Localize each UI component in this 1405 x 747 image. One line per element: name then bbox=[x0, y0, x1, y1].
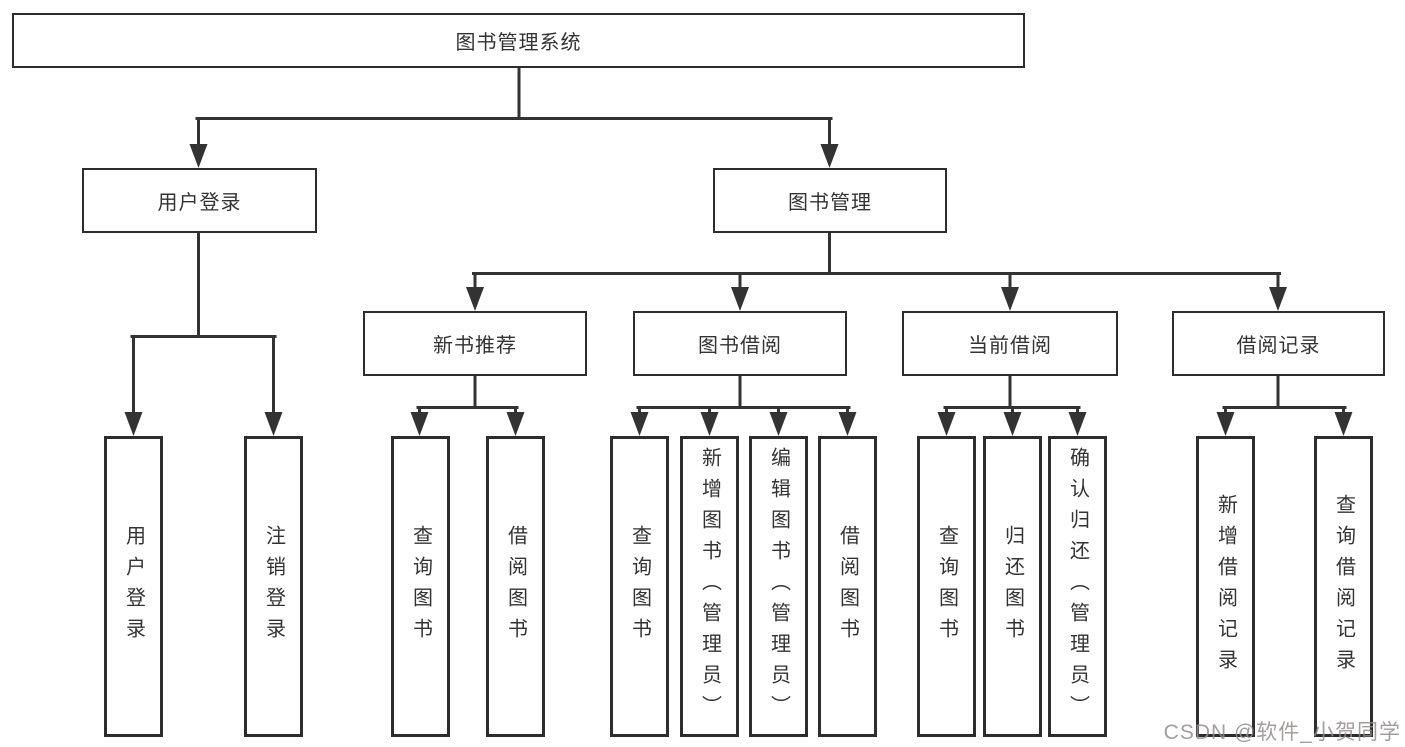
leaf-add-book-admin: 新增图书（管理员） bbox=[680, 436, 739, 737]
node-label: 图书管理 bbox=[788, 192, 872, 214]
leaf-add-borrow-record: 新增借阅记录 bbox=[1196, 436, 1255, 737]
leaf-label: 借阅图书 bbox=[504, 524, 527, 649]
arrowhead bbox=[769, 412, 788, 436]
leaf-label: 用户登录 bbox=[122, 524, 145, 649]
leaf-label: 借阅图书 bbox=[836, 524, 859, 649]
leaf-logout-login: 注销登录 bbox=[244, 436, 303, 737]
leaf-label: 查询借阅记录 bbox=[1332, 493, 1355, 680]
arrowhead bbox=[731, 287, 749, 311]
leaf-return-book: 归还图书 bbox=[983, 436, 1042, 737]
leaf-label: 新增图书（管理员） bbox=[698, 447, 721, 726]
arrowhead bbox=[820, 144, 839, 168]
leaf-label: 查询图书 bbox=[935, 524, 958, 649]
node-label: 用户登录 bbox=[157, 192, 242, 214]
node-book-management: 图书管理 bbox=[713, 168, 947, 233]
arrowhead bbox=[838, 412, 857, 436]
arrowhead bbox=[264, 412, 283, 436]
node-new-book-recommend: 新书推荐 bbox=[363, 311, 587, 376]
leaf-borrow-query-book: 查询图书 bbox=[610, 436, 669, 737]
connector-book-borrow-to-leaves bbox=[630, 373, 857, 436]
connector-root-to-level2 bbox=[189, 65, 839, 168]
arrowhead bbox=[506, 412, 525, 436]
connector-borrow-records-to-leaves bbox=[1216, 373, 1353, 436]
leaf-label: 归还图书 bbox=[1001, 524, 1024, 649]
arrowhead bbox=[937, 412, 956, 436]
arrowhead bbox=[1001, 287, 1019, 311]
leaf-label: 查询图书 bbox=[409, 524, 432, 649]
leaf-current-query-book: 查询图书 bbox=[917, 436, 976, 737]
arrowhead bbox=[630, 412, 649, 436]
node-label: 新书推荐 bbox=[433, 335, 517, 357]
node-root-system: 图书管理系统 bbox=[12, 13, 1025, 68]
leaf-label: 查询图书 bbox=[628, 524, 651, 649]
arrowhead bbox=[1068, 412, 1087, 436]
csdn-watermark: CSDN @软件_小贺同学 bbox=[1163, 721, 1401, 744]
arrowhead bbox=[189, 144, 208, 168]
node-label: 图书借阅 bbox=[698, 335, 782, 357]
node-label: 借阅记录 bbox=[1236, 335, 1321, 357]
leaf-edit-book-admin: 编辑图书（管理员） bbox=[749, 436, 808, 737]
arrowhead bbox=[1003, 412, 1022, 436]
connector-user-login-to-leaves bbox=[124, 230, 283, 436]
node-label: 当前借阅 bbox=[968, 335, 1052, 357]
arrowhead bbox=[1216, 412, 1235, 436]
arrowhead bbox=[124, 412, 143, 436]
leaf-recommend-borrow-book: 借阅图书 bbox=[486, 436, 545, 737]
arrowhead bbox=[410, 412, 429, 436]
connector-book-management-to-level3 bbox=[466, 230, 1287, 311]
leaf-borrow-borrow-book: 借阅图书 bbox=[818, 436, 877, 737]
leaf-recommend-query-book: 查询图书 bbox=[391, 436, 450, 737]
node-book-borrow: 图书借阅 bbox=[633, 311, 847, 376]
leaf-label: 新增借阅记录 bbox=[1214, 493, 1237, 680]
node-label: 图书管理系统 bbox=[455, 32, 582, 54]
arrowhead bbox=[466, 287, 484, 311]
connector-current-borrow-to-leaves bbox=[937, 373, 1087, 436]
arrowhead bbox=[1334, 412, 1353, 436]
leaf-label: 编辑图书（管理员） bbox=[767, 447, 790, 726]
leaf-query-borrow-record: 查询借阅记录 bbox=[1314, 436, 1373, 737]
node-user-login: 用户登录 bbox=[82, 168, 317, 233]
leaf-label: 确认归还（管理员） bbox=[1066, 447, 1089, 726]
node-current-borrow: 当前借阅 bbox=[902, 311, 1118, 376]
arrowhead bbox=[700, 412, 719, 436]
node-borrow-records: 借阅记录 bbox=[1172, 311, 1385, 376]
connector-new-book-recommend-to-leaves bbox=[410, 373, 525, 436]
leaf-user-login: 用户登录 bbox=[104, 436, 163, 737]
leaf-label: 注销登录 bbox=[262, 524, 285, 649]
arrowhead bbox=[1269, 287, 1287, 311]
leaf-confirm-return-admin: 确认归还（管理员） bbox=[1048, 436, 1107, 737]
